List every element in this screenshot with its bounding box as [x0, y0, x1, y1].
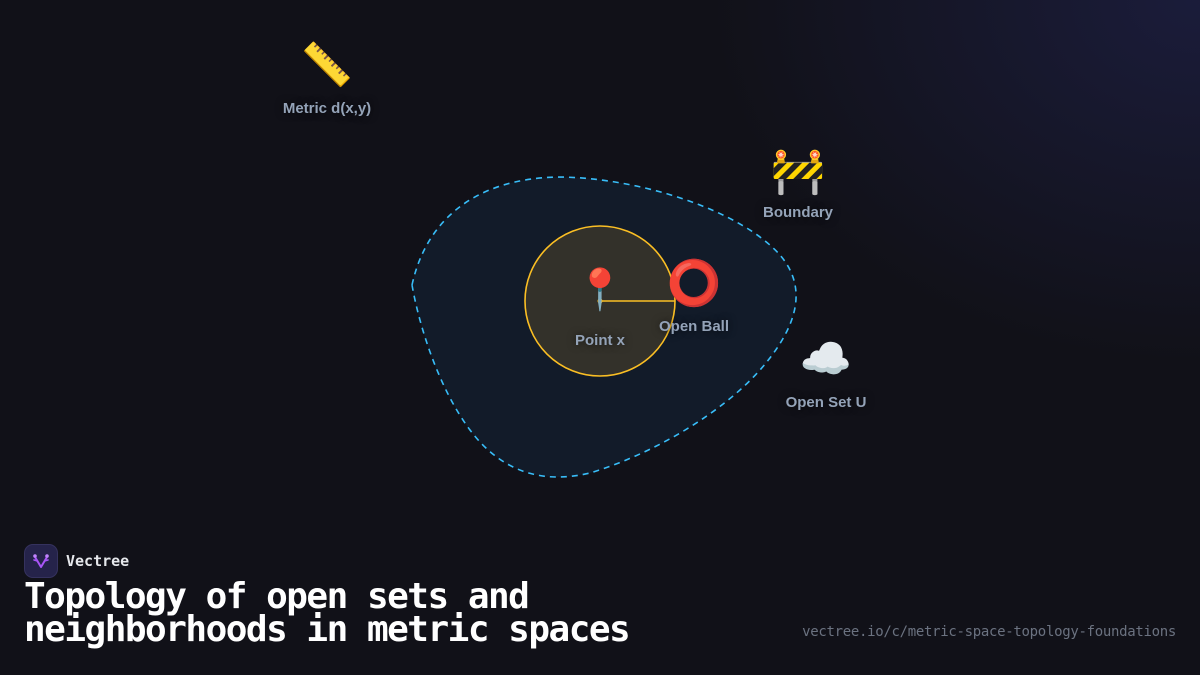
brand-name: Vectree — [66, 552, 130, 570]
node-metric: 📏 Metric d(x,y) — [282, 41, 372, 118]
construction-barrier-icon: 🚧 — [770, 147, 826, 196]
node-label-open-ball: Open Ball — [658, 318, 730, 335]
node-label-metric: Metric d(x,y) — [282, 100, 372, 117]
ruler-icon: 📏 — [300, 41, 354, 88]
page-title: Topology of open sets and neighborhoods … — [24, 576, 631, 650]
node-open-ball: ⭕ Open Ball — [658, 259, 730, 336]
brand: Vectree — [24, 544, 129, 578]
node-point: 📍 Point x — [575, 270, 625, 349]
node-open-set: ☁️ Open Set U — [785, 335, 867, 412]
round-pushpin-icon: 📍 — [575, 268, 625, 312]
cloud-icon: ☁️ — [799, 335, 853, 382]
vectree-logo-icon — [24, 544, 58, 578]
course-url: vectree.io/c/metric-space-topology-found… — [802, 624, 1176, 640]
hollow-red-circle-icon: ⭕ — [666, 259, 722, 308]
node-label-open-set: Open Set U — [785, 394, 867, 411]
node-boundary: 🚧 Boundary — [762, 147, 834, 222]
node-label-boundary: Boundary — [762, 204, 834, 221]
node-label-point: Point x — [574, 332, 626, 349]
center-dot — [597, 298, 603, 304]
